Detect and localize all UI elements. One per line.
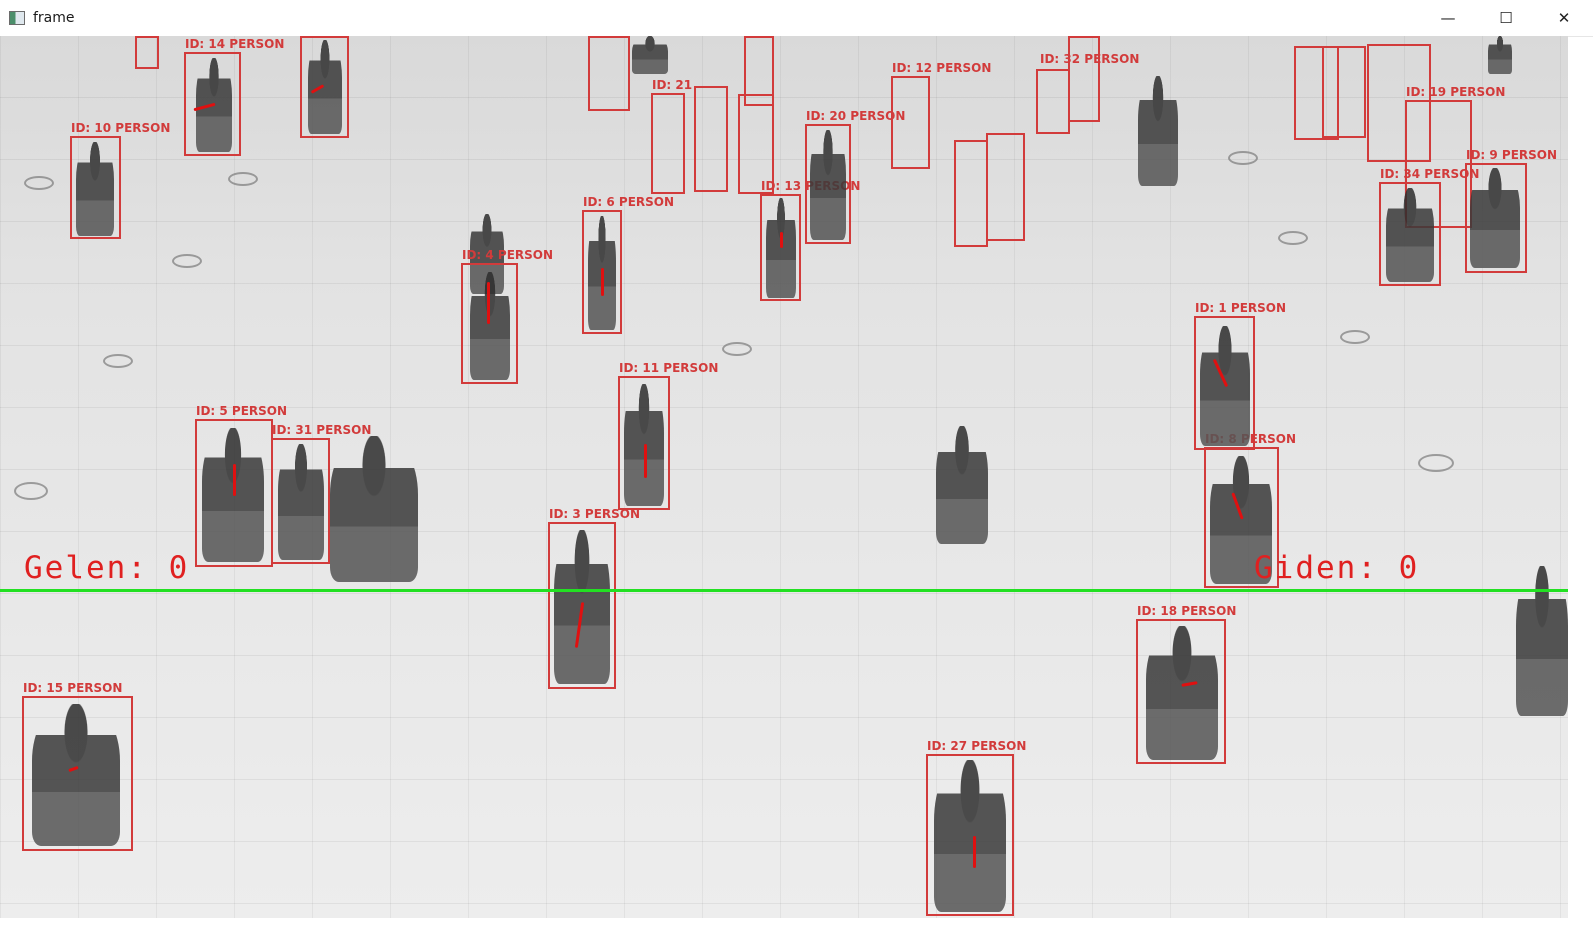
detection-box <box>135 36 159 69</box>
detection-box: ID: 31 PERSON <box>271 423 371 564</box>
floor-ring <box>24 176 54 190</box>
tracked-person <box>308 40 342 134</box>
detection-box: ID: 4 PERSON <box>461 248 553 384</box>
detection-box: ID: 15 PERSON <box>22 681 133 851</box>
tracked-person <box>1470 168 1520 268</box>
detection-box: ID: 3 PERSON <box>548 507 640 689</box>
track-trail <box>233 464 236 496</box>
detection-label: ID: 20 PERSON <box>806 109 906 123</box>
detection-label: ID: 12 PERSON <box>892 61 992 75</box>
track-trail <box>487 282 490 324</box>
window-title: frame <box>33 10 75 26</box>
floor-ring <box>1278 231 1308 245</box>
app-icon <box>9 11 25 25</box>
detection-box: ID: 12 PERSON <box>891 61 991 169</box>
tracked-person <box>278 444 324 560</box>
detection-label: ID: 31 PERSON <box>272 423 372 437</box>
floor-ring <box>172 254 202 268</box>
window-controls: — ☐ ✕ <box>1419 0 1593 36</box>
detection-box: ID: 27 PERSON <box>926 739 1026 916</box>
detection-label: ID: 15 PERSON <box>23 681 123 695</box>
untracked-person <box>1138 76 1178 186</box>
detection-label: ID: 19 PERSON <box>1406 85 1506 99</box>
close-icon: ✕ <box>1557 9 1571 27</box>
tracked-person <box>766 198 796 298</box>
track-trail <box>973 836 976 868</box>
detection-box <box>300 36 349 138</box>
counting-line <box>0 589 1568 592</box>
tracked-person <box>934 760 1006 912</box>
untracked-person <box>936 426 988 544</box>
detection-label: ID: 14 PERSON <box>185 37 285 51</box>
maximize-icon: ☐ <box>1499 9 1513 27</box>
detection-box <box>986 133 1025 241</box>
detection-label: ID: 4 PERSON <box>462 248 554 262</box>
track-trail <box>780 232 783 248</box>
track-trail <box>601 268 604 296</box>
tracked-person <box>470 272 510 380</box>
detection-box: ID: 18 PERSON <box>1136 604 1236 764</box>
detection-box <box>744 36 774 106</box>
detection-box: ID: 20 PERSON <box>805 109 905 244</box>
detection-box: ID: 34 PERSON <box>1379 167 1479 286</box>
detection-box: ID: 10 PERSON <box>70 121 170 239</box>
detection-label: ID: 5 PERSON <box>196 404 288 418</box>
incoming-counter: Gelen: 0 <box>24 550 190 586</box>
detection-box: ID: 1 PERSON <box>1194 301 1286 450</box>
tracked-person <box>810 130 846 240</box>
floor-ring <box>1340 330 1370 344</box>
tracked-person <box>76 142 114 236</box>
tracked-person <box>1146 626 1218 760</box>
floor-ring <box>228 172 258 186</box>
detection-label: ID: 11 PERSON <box>619 361 719 375</box>
floor-ring <box>103 354 133 368</box>
untracked-person <box>632 36 668 74</box>
detection-box <box>1036 69 1070 134</box>
detection-label: ID: 21 <box>652 78 693 92</box>
minimize-button[interactable]: — <box>1419 0 1477 36</box>
detection-box <box>1367 44 1431 162</box>
detection-box <box>694 86 728 192</box>
maximize-button[interactable]: ☐ <box>1477 0 1535 36</box>
untracked-person <box>1488 36 1512 74</box>
close-button[interactable]: ✕ <box>1535 0 1593 36</box>
detection-label: ID: 34 PERSON <box>1380 167 1480 181</box>
untracked-person <box>330 436 418 582</box>
detection-label: ID: 1 PERSON <box>1195 301 1287 315</box>
detection-box: ID: 9 PERSON <box>1465 148 1557 273</box>
tracked-person <box>1386 188 1434 282</box>
detection-box <box>738 94 774 194</box>
window-titlebar: frame — ☐ ✕ <box>0 0 1593 37</box>
detection-box: ID: 6 PERSON <box>582 195 674 334</box>
track-trail <box>644 444 647 478</box>
detection-label: ID: 3 PERSON <box>549 507 641 521</box>
floor-ring <box>722 342 752 356</box>
detection-box: ID: 32 PERSON <box>1040 36 1139 122</box>
detection-label: ID: 27 PERSON <box>927 739 1027 753</box>
detection-label: ID: 32 PERSON <box>1040 52 1140 66</box>
detection-box: ID: 14 PERSON <box>184 37 284 156</box>
detection-label: ID: 6 PERSON <box>583 195 675 209</box>
detection-box: ID: 11 PERSON <box>618 361 718 510</box>
floor-ring <box>1228 151 1258 165</box>
tracked-person <box>32 704 120 846</box>
detection-label: ID: 9 PERSON <box>1466 148 1558 162</box>
detection-box: ID: 21 <box>651 78 692 194</box>
detection-box <box>1322 46 1366 138</box>
floor-ring <box>14 482 48 500</box>
detection-box <box>588 36 630 111</box>
tracked-person <box>1210 456 1272 584</box>
outgoing-counter: Giden: 0 <box>1254 550 1420 586</box>
detection-box <box>954 140 988 247</box>
detection-label: ID: 10 PERSON <box>71 121 171 135</box>
detection-box <box>1294 46 1339 140</box>
video-frame: ID: 14 PERSON ID: 10 PERSON ID: 21 ID: 2… <box>0 36 1568 918</box>
floor-ring <box>1418 454 1454 472</box>
detection-label: ID: 18 PERSON <box>1137 604 1237 618</box>
minimize-icon: — <box>1440 9 1456 27</box>
